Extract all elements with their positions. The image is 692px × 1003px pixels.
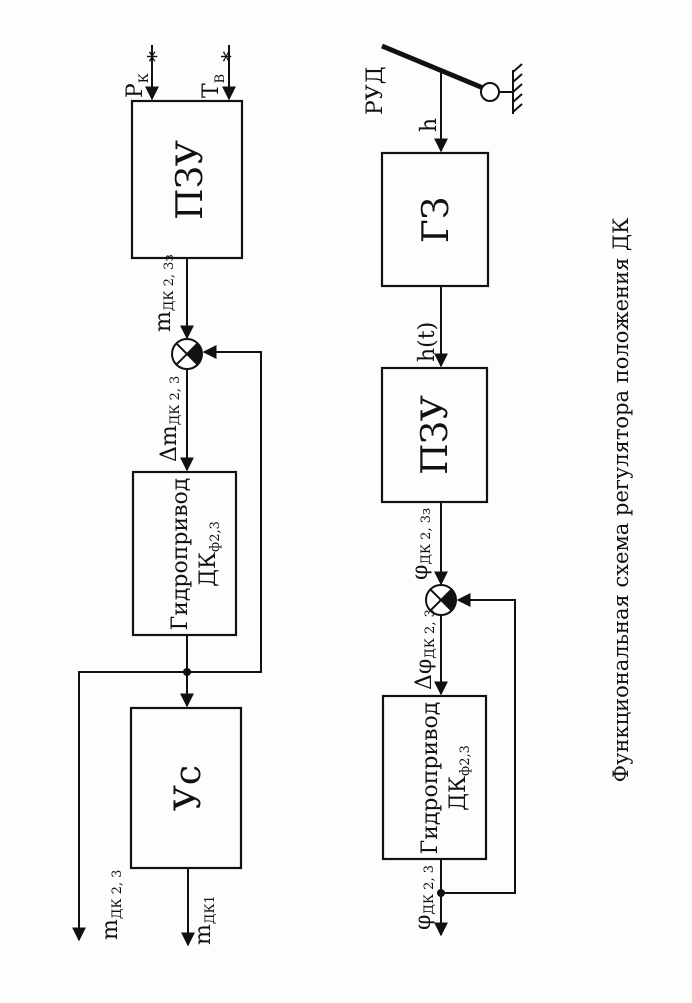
output-phi-label: φДК 2, 3: [411, 865, 437, 930]
signal-ht-label: h(t): [415, 322, 440, 362]
svg-text:*: *: [145, 51, 170, 62]
feedback-loop-bottom: [441, 593, 516, 894]
input-tv-label: TВ *: [199, 51, 244, 98]
error-label-bottom: ΔφДК 2, 3: [412, 609, 438, 690]
error-label-top: ΔmДК 2, 3: [157, 376, 183, 462]
svg-text:PК: PК: [123, 73, 152, 98]
drive-block-bottom-line1: Гидропривод: [418, 702, 443, 855]
drive-block-bottom-line2: ДКф2,3: [446, 745, 473, 811]
us-block-label: Ус: [168, 765, 209, 811]
us-block: [129, 706, 243, 870]
bottom-scheme: РУД h ГЗ h(t) ПЗУ φДК 2, 3з ΔφДК 2, 3 Ги…: [363, 43, 523, 937]
drive-block-top: [131, 470, 238, 637]
drive-block-bottom: [381, 694, 488, 861]
signal-h-label: h: [417, 118, 442, 132]
output-m23-label: mДК 2, 3: [98, 870, 125, 940]
comparator-bottom: [425, 584, 457, 616]
figure-caption: Функциональная схема регулятора положени…: [609, 218, 633, 783]
svg-text:*: *: [219, 51, 244, 62]
drive-block-top-line1: Гидропривод: [168, 478, 193, 631]
output-m1-label: mДК1: [191, 895, 218, 945]
input-pk-label: PК *: [123, 51, 170, 98]
gz-block: [380, 151, 490, 288]
svg-text:TВ: TВ: [199, 74, 228, 98]
pzu-block-bottom: [380, 366, 489, 504]
feedback-loop-top: [187, 345, 262, 673]
output-m23-arrow: [72, 671, 187, 942]
setpoint-label-top: mДК 2, 3з: [151, 254, 177, 332]
gz-block-label: ГЗ: [416, 197, 457, 243]
rud-lever: [381, 43, 523, 114]
pzu-block-top-label: ПЗУ: [170, 140, 211, 220]
pzu-block-bottom-label: ПЗУ: [415, 395, 456, 475]
setpoint-label-bottom: φДК 2, 3з: [408, 508, 434, 580]
drive-block-top-line2: ДКф2,3: [196, 521, 223, 587]
comparator-top: [171, 338, 203, 370]
rud-label: РУД: [363, 66, 388, 115]
top-scheme: PК * TВ * ПЗУ mДК 2, 3з ΔmДК 2, 3 Гидроп…: [72, 45, 262, 947]
